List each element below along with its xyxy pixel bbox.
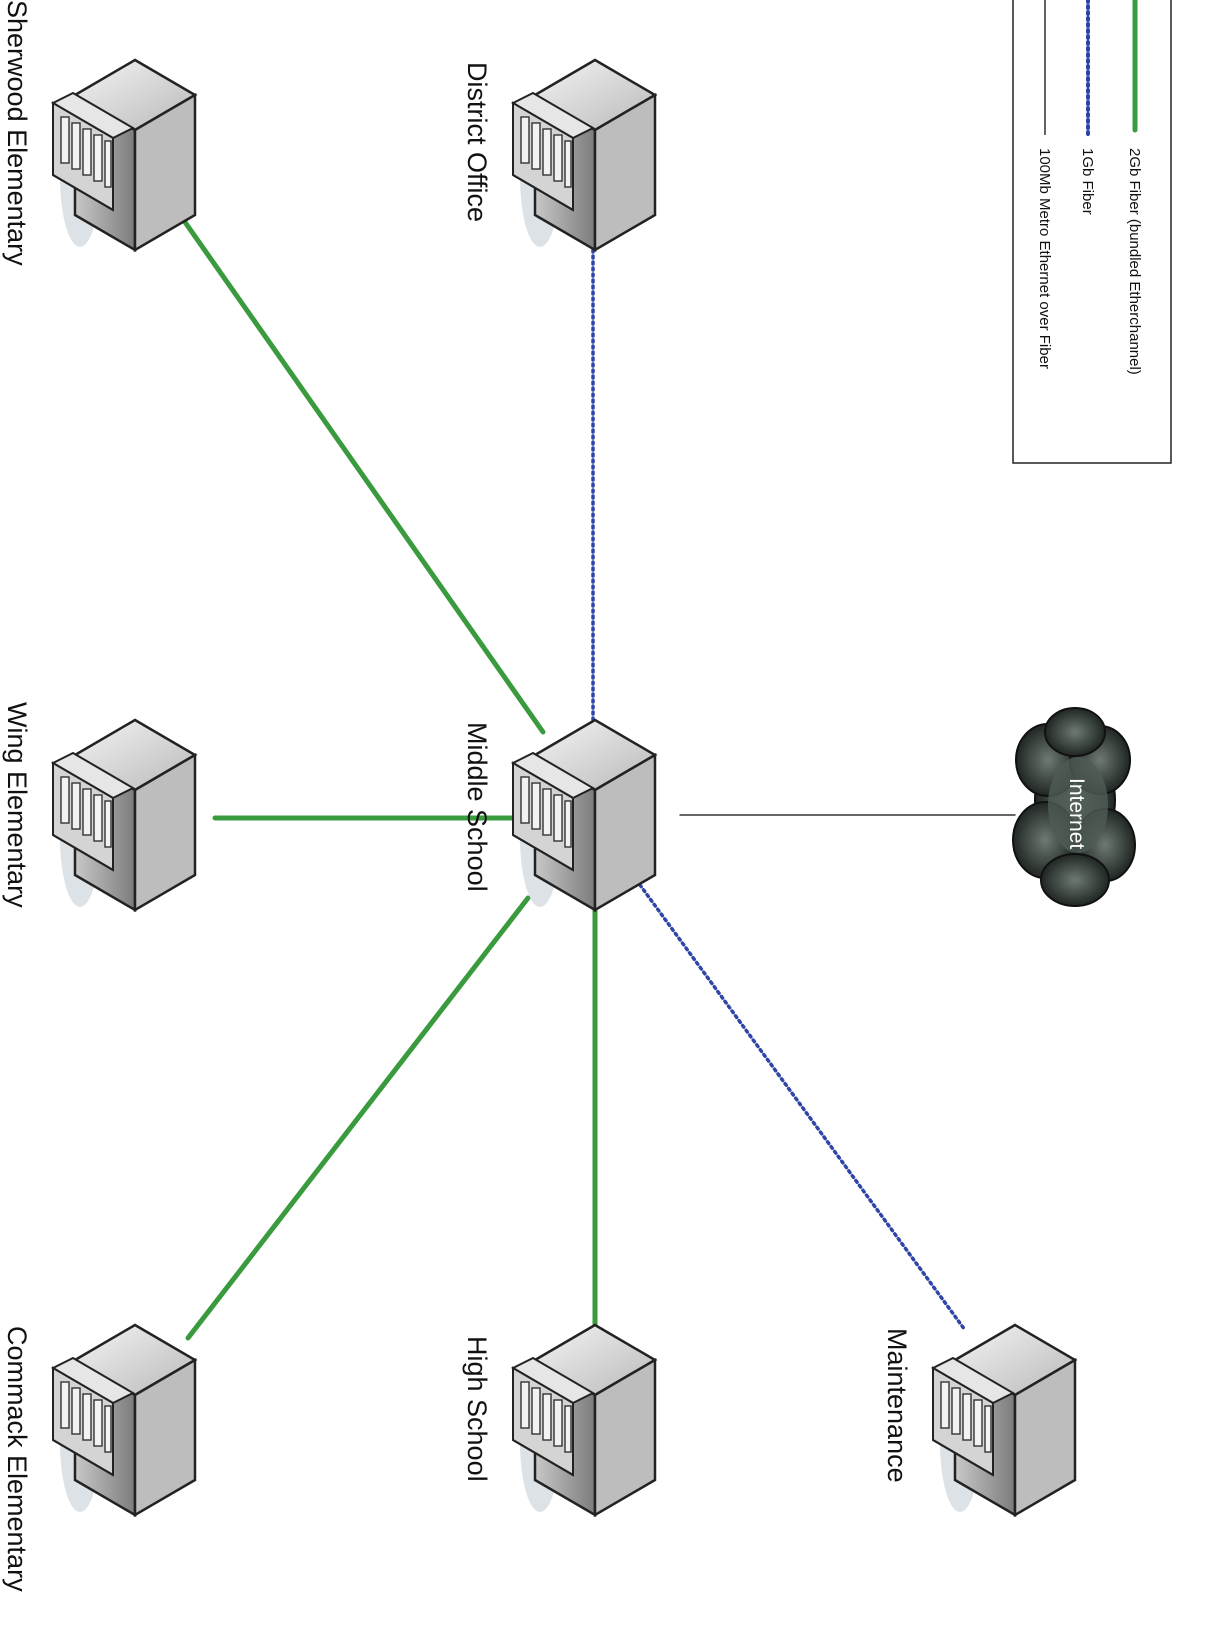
label-sherwood: Sherwood Elementary	[2, 0, 32, 266]
link-middle-school-to-maintenance	[638, 883, 967, 1332]
switch-icon-district-office	[511, 58, 657, 252]
link-middle-school-to-commack	[185, 895, 531, 1341]
label-middle-school: Middle School	[462, 722, 492, 892]
label-wing: Wing Elementary	[2, 702, 32, 908]
legend: 2Gb Fiber (bundled Etherchannel) 1Gb Fib…	[1012, 0, 1172, 464]
legend-label-100mb: 100Mb Metro Ethernet over Fiber	[1036, 148, 1053, 369]
label-internet: Internet	[1065, 778, 1088, 849]
nodes	[51, 58, 1136, 1517]
label-maintenance: Maintenance	[882, 1328, 912, 1483]
legend-label-2gb: 2Gb Fiber (bundled Etherchannel)	[1126, 148, 1143, 375]
link-middle-school-to-sherwood	[177, 212, 546, 735]
switch-icon-wing	[51, 718, 197, 912]
label-district-office: District Office	[462, 62, 492, 222]
legend-box	[1012, 0, 1172, 464]
switch-icon-sherwood	[51, 58, 197, 252]
switch-icon-high-school	[511, 1323, 657, 1517]
internet-cloud-icon	[1012, 707, 1136, 907]
label-high-school: High School	[462, 1336, 492, 1482]
label-commack: Commack Elementary	[2, 1326, 32, 1592]
labels: District Office Sherwood Elementary Midd…	[2, 0, 1088, 1592]
links	[177, 212, 1016, 1341]
switch-icon-maintenance	[931, 1323, 1077, 1517]
switch-icon-middle-school	[511, 718, 657, 912]
switch-icon-commack	[51, 1323, 197, 1517]
legend-label-1gb: 1Gb Fiber	[1079, 148, 1096, 215]
